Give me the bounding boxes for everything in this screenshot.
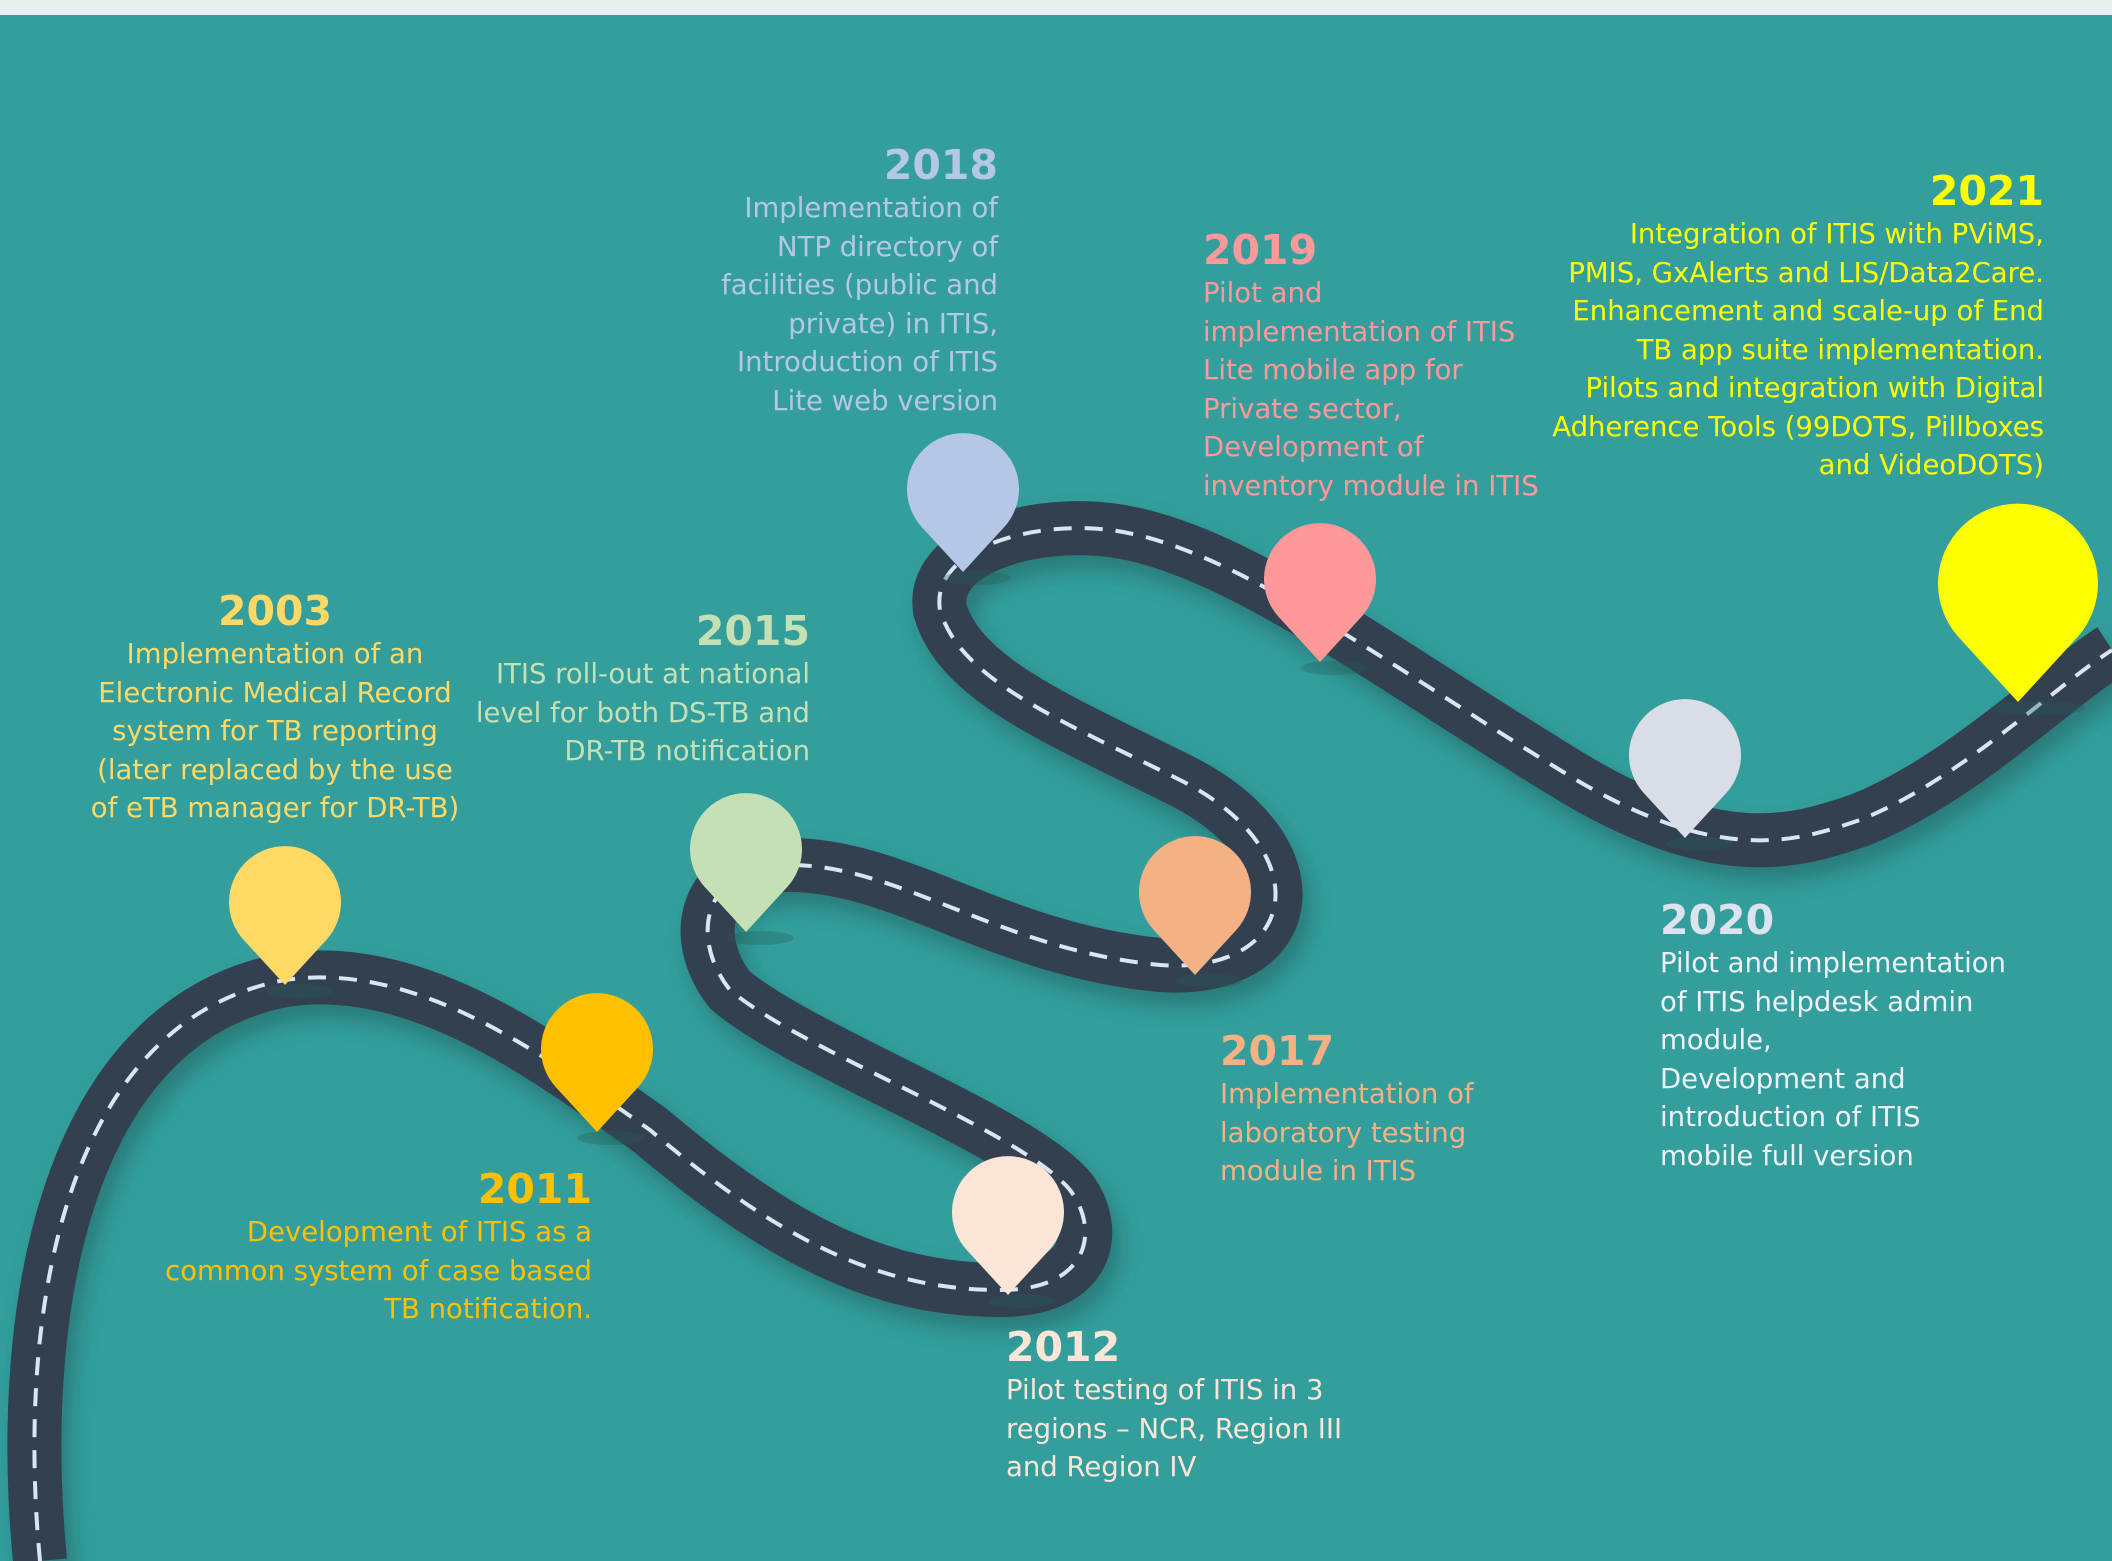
milestone-2021: 2021 Integration of ITIS with PViMS, PMI…	[1520, 167, 2044, 485]
text-line: TB notification.	[384, 1293, 592, 1325]
map-pin-icon	[1264, 523, 1377, 662]
milestone-year: 2018	[883, 141, 998, 189]
text-line: facilities (public and	[721, 269, 998, 301]
milestone-text: Implementation of NTP directory of facil…	[660, 189, 998, 420]
text-line: Development and	[1660, 1062, 1906, 1095]
text-line: DR-TB notification	[564, 735, 810, 767]
milestone-year: 2003	[217, 587, 333, 635]
milestone-2011: 2011 Development of ITIS as a common sys…	[140, 1165, 592, 1329]
pin-shadow	[1665, 837, 1733, 851]
text-line: Lite mobile app for	[1203, 354, 1463, 386]
text-line: Implementation of	[744, 192, 998, 224]
text-line: Development of	[1203, 431, 1424, 463]
text-line: of ITIS helpdesk admin	[1660, 985, 1974, 1018]
text-line: Implementation of an	[126, 638, 424, 670]
map-pin-icon	[228, 846, 341, 985]
milestone-year: 2020	[1660, 896, 1775, 944]
milestone-text: Development of ITIS as a common system o…	[140, 1213, 592, 1329]
text-line: private) in ITIS,	[788, 307, 998, 340]
roadmap-timeline: 2003 Implementation of an Electronic Med…	[0, 15, 2112, 1561]
pin-shadow	[726, 931, 794, 945]
text-line: of eTB manager for DR-TB)	[90, 792, 460, 824]
text-line: module,	[1660, 1024, 1772, 1056]
text-line: laboratory testing	[1220, 1116, 1467, 1149]
milestone-year: 2012	[1006, 1323, 1121, 1371]
pin-shadow	[1300, 661, 1368, 675]
map-pin-icon	[1629, 699, 1741, 838]
map-pin-icon	[541, 993, 653, 1132]
text-line: regions – NCR, Region III	[1006, 1412, 1343, 1445]
text-line: Implementation of	[1220, 1078, 1474, 1110]
text-line: Electronic Medical Record	[98, 676, 452, 709]
text-line: Private sector,	[1203, 392, 1402, 425]
text-line: implementation of ITIS	[1203, 315, 1516, 348]
pin-shadow	[943, 571, 1011, 585]
text-line: inventory module in ITIS	[1203, 469, 1539, 502]
milestone-2003: 2003 Implementation of an Electronic Med…	[60, 587, 490, 828]
map-pin-icon	[1938, 503, 2098, 702]
text-line: and Region IV	[1006, 1451, 1197, 1483]
milestone-2018: 2018 Implementation of NTP directory of …	[660, 141, 998, 420]
milestone-text: Implementation of laboratory testing mod…	[1220, 1075, 1550, 1191]
text-line: Pilots and integration with Digital	[1585, 372, 2045, 404]
text-line: Adherence Tools (99DOTS, Pillboxes	[1552, 410, 2044, 443]
text-line: Integration of ITIS with PViMS,	[1629, 218, 2044, 250]
text-line: and VideoDOTS)	[1818, 449, 2044, 481]
text-line: module in ITIS	[1220, 1155, 1417, 1187]
milestone-year: 2019	[1203, 226, 1318, 274]
text-line: common system of case based	[165, 1254, 592, 1287]
text-line: Pilot and implementation	[1660, 947, 2006, 979]
text-line: NTP directory of	[777, 230, 998, 263]
milestone-year: 2015	[695, 607, 810, 655]
pin-shadow	[1990, 701, 2086, 715]
text-line: ITIS roll-out at national	[495, 658, 810, 690]
text-line: TB app suite implementation.	[1636, 333, 2044, 366]
milestone-2019: 2019 Pilot and implementation of ITIS Li…	[1203, 226, 1563, 505]
text-line: level for both DS-TB and	[475, 696, 810, 729]
text-line: (later replaced by the use	[97, 753, 453, 786]
map-pin-icon	[690, 793, 802, 932]
map-pin-icon	[952, 1156, 1064, 1295]
map-pin-icon	[1139, 836, 1251, 975]
pin-shadow	[577, 1131, 645, 1145]
text-line: Lite web version	[772, 384, 998, 417]
milestone-text: Pilot and implementation of ITIS helpdes…	[1660, 944, 2020, 1175]
pin-shadow	[988, 1294, 1056, 1308]
top-strip	[0, 0, 2112, 15]
text-line: Introduction of ITIS	[737, 346, 998, 378]
map-pin-icon	[907, 433, 1019, 572]
text-line: introduction of ITIS	[1660, 1101, 1921, 1133]
milestone-2020: 2020 Pilot and implementation of ITIS he…	[1660, 896, 2020, 1175]
milestone-2012: 2012 Pilot testing of ITIS in 3 regions …	[1006, 1323, 1366, 1487]
road-path	[7, 433, 2112, 1561]
text-line: PMIS, GxAlerts and LIS/Data2Care.	[1568, 256, 2044, 289]
pin-shadow	[1175, 974, 1243, 988]
milestone-text: Pilot testing of ITIS in 3 regions – NCR…	[1006, 1371, 1366, 1487]
text-line: mobile full version	[1660, 1139, 1914, 1172]
milestone-year: 2021	[1929, 167, 2044, 215]
milestone-year: 2017	[1220, 1027, 1335, 1075]
milestone-text: Implementation of an Electronic Medical …	[60, 635, 490, 828]
milestone-text: ITIS roll-out at national level for both…	[430, 655, 810, 771]
pin-shadow	[265, 984, 333, 998]
text-line: Pilot and	[1203, 277, 1323, 309]
milestone-text: Pilot and implementation of ITIS Lite mo…	[1203, 274, 1563, 505]
milestone-year: 2011	[477, 1165, 592, 1213]
text-line: Pilot testing of ITIS in 3	[1006, 1374, 1324, 1406]
milestone-2015: 2015 ITIS roll-out at national level for…	[430, 607, 810, 771]
milestone-text: Integration of ITIS with PViMS, PMIS, Gx…	[1520, 215, 2044, 485]
milestone-2017: 2017 Implementation of laboratory testin…	[1220, 1027, 1550, 1191]
text-line: Enhancement and scale-up of End	[1572, 295, 2044, 327]
text-line: Development of ITIS as a	[246, 1216, 592, 1248]
text-line: system for TB reporting	[112, 715, 438, 747]
